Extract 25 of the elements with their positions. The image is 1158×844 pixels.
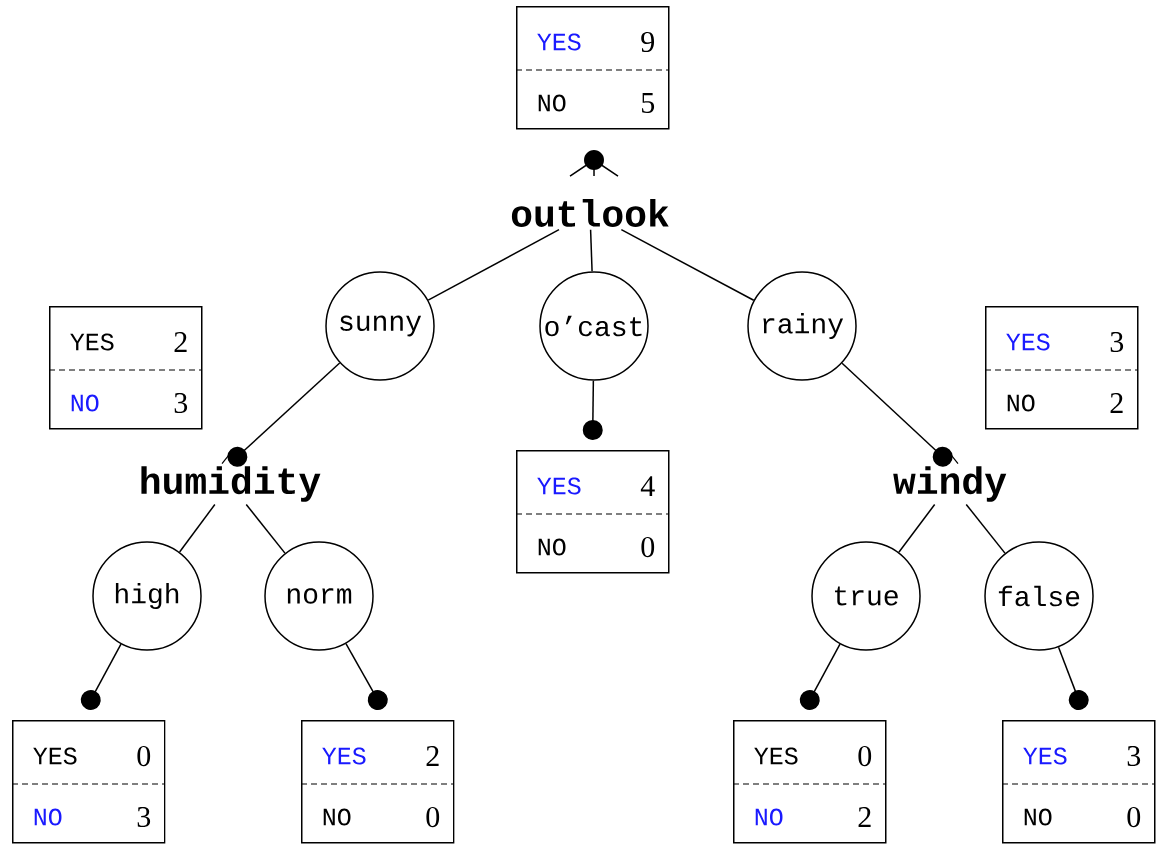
connector — [1057, 646, 1089, 710]
connector — [898, 503, 936, 553]
count-box: YES 2 NO 3 — [48, 306, 203, 430]
connector — [221, 362, 341, 467]
connector — [582, 380, 603, 440]
attribute-label: outlook — [511, 199, 669, 227]
connector — [589, 228, 593, 273]
connector — [427, 228, 560, 301]
count-box: YES 2 NO 0 — [300, 720, 455, 844]
connector — [345, 642, 388, 710]
connector — [178, 503, 216, 553]
attribute-label: humidity — [141, 466, 321, 502]
count-box: YES 0 NO 2 — [732, 720, 887, 844]
count-box: YES 3 NO 2 — [984, 306, 1139, 430]
connector — [965, 503, 1006, 554]
connector — [620, 228, 755, 301]
connector — [841, 362, 959, 467]
count-box: YES 4 NO 0 — [515, 450, 670, 574]
connector — [799, 643, 841, 710]
connector — [80, 643, 122, 710]
connector — [245, 503, 286, 554]
count-box: YES 9 NO 5 — [515, 6, 670, 130]
attribute-label: windy — [893, 466, 1007, 502]
count-box: YES 0 NO 3 — [11, 720, 166, 844]
count-box: YES 3 NO 0 — [1001, 720, 1156, 844]
